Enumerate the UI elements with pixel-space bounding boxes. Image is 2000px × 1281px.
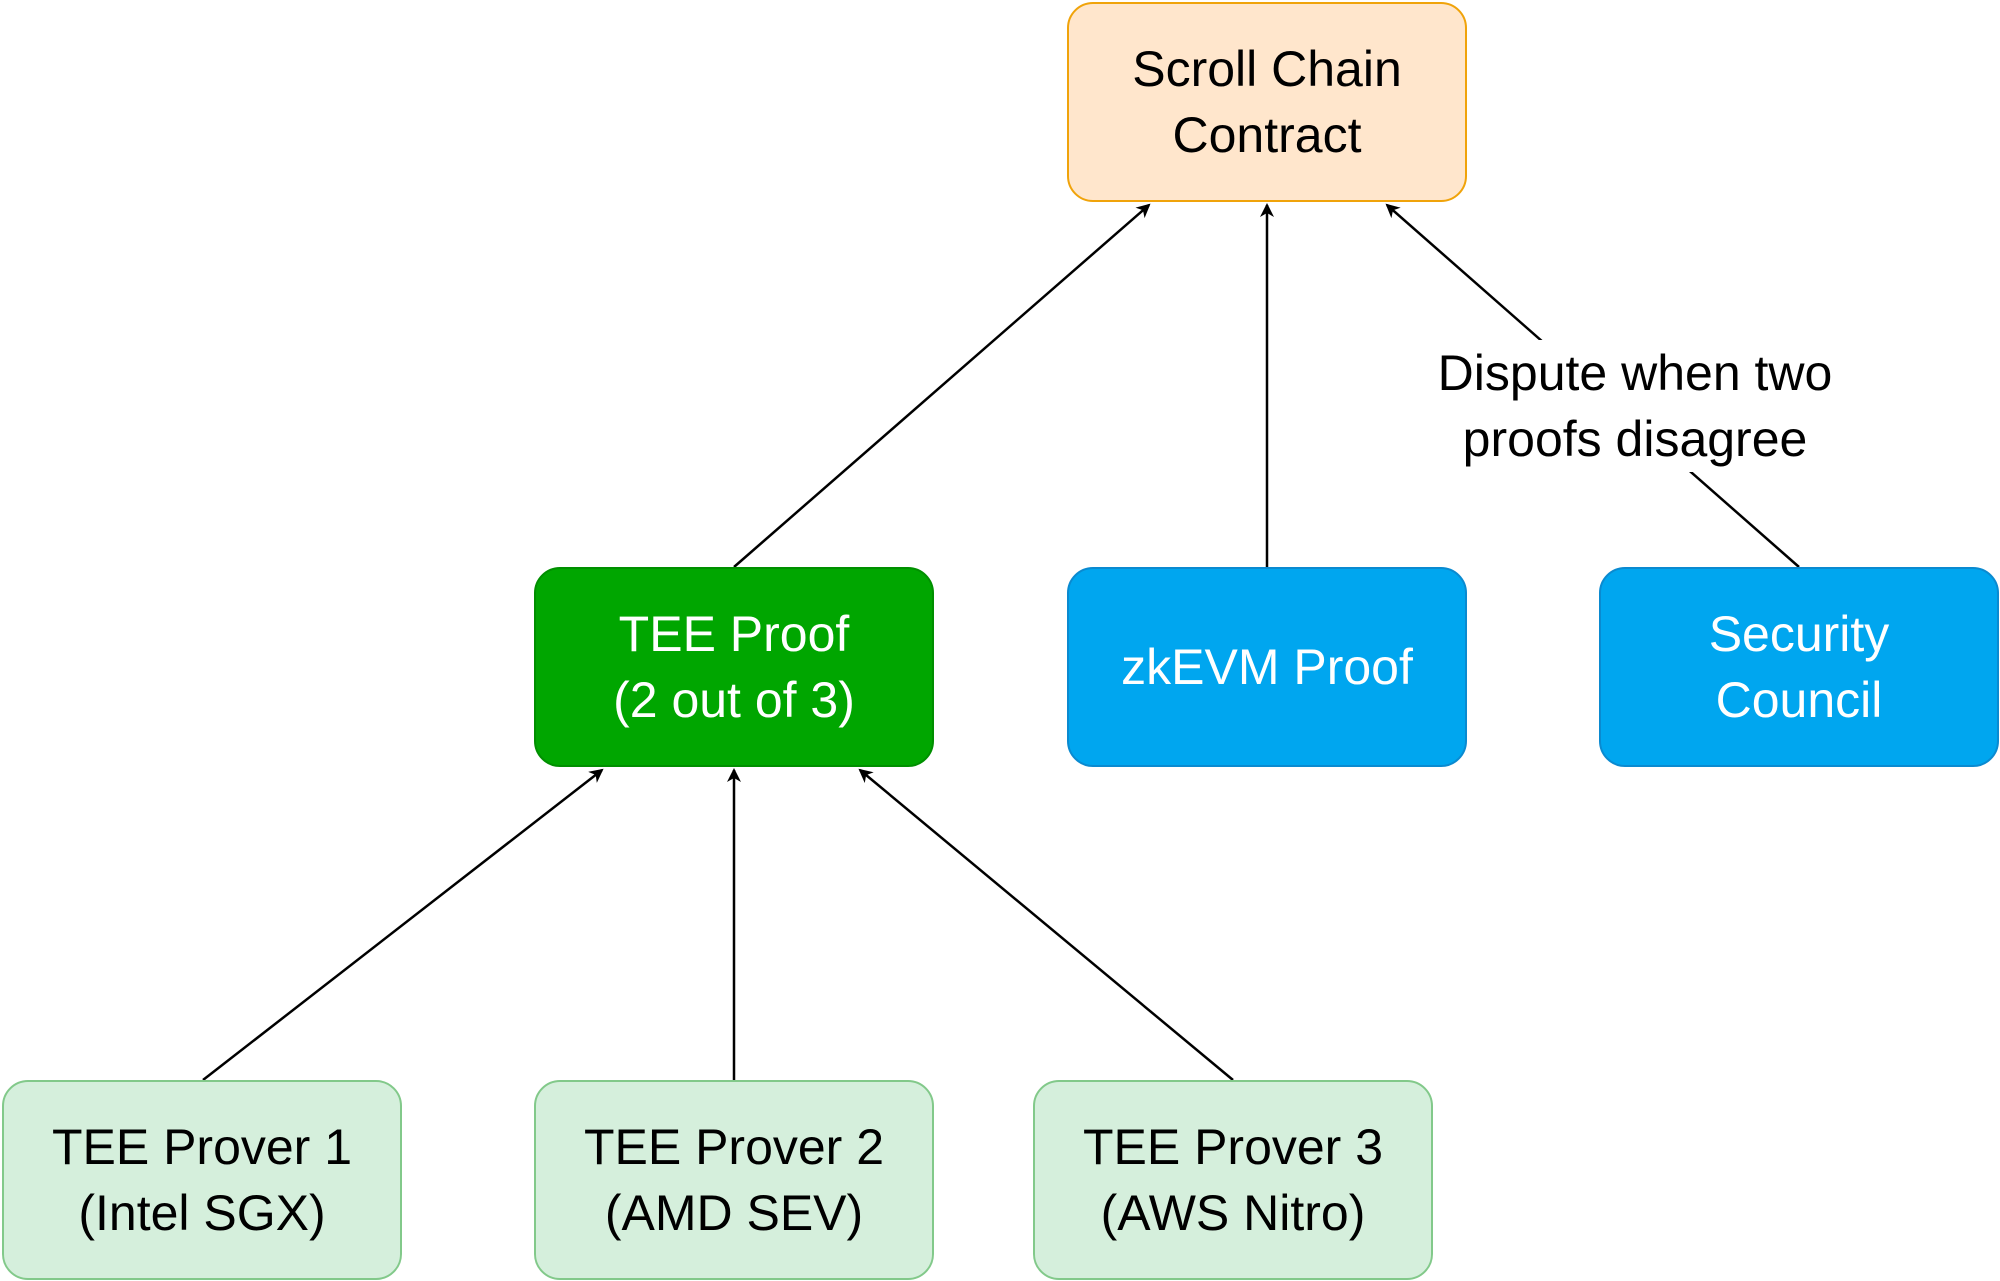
tee-prover-1-line1: TEE Prover 1 — [51, 1119, 353, 1175]
security-council-line2: Council — [1715, 672, 1883, 728]
dispute-edge-label: Dispute when two proofs disagree — [1380, 340, 1890, 472]
security-council-line1: Security — [1708, 606, 1890, 662]
tee-proof-node: TEE Proof (2 out of 3) — [534, 567, 934, 767]
security-council-node: Security Council — [1599, 567, 1999, 767]
tee-proof-line1: TEE Proof — [618, 606, 850, 662]
tee-prover-2-line2: (AMD SEV) — [604, 1185, 864, 1241]
tee-prover-3-line1: TEE Prover 3 — [1082, 1119, 1384, 1175]
tee-prover-1-line2: (Intel SGX) — [78, 1185, 326, 1241]
edge-prover3-to-tee-proof — [858, 768, 1234, 1081]
tee-proof-line2: (2 out of 3) — [613, 672, 855, 728]
tee-prover-2-node: TEE Prover 2 (AMD SEV) — [534, 1080, 934, 1280]
tee-prover-2-line1: TEE Prover 2 — [583, 1119, 885, 1175]
tee-prover-3-line2: (AWS Nitro) — [1100, 1185, 1366, 1241]
tee-prover-1-node: TEE Prover 1 (Intel SGX) — [2, 1080, 402, 1280]
edge-tee-proof-to-scroll-chain — [733, 203, 1151, 568]
scroll-chain-contract-line1: Scroll Chain — [1132, 41, 1402, 97]
scroll-chain-contract-line2: Contract — [1172, 107, 1362, 163]
edge-prover1-to-tee-proof — [202, 768, 604, 1081]
scroll-chain-contract-node: Scroll Chain Contract — [1067, 2, 1467, 202]
dispute-label-line1: Dispute when two — [1437, 345, 1833, 401]
dispute-label-line2: proofs disagree — [1462, 411, 1808, 467]
tee-prover-3-node: TEE Prover 3 (AWS Nitro) — [1033, 1080, 1433, 1280]
zkevm-proof-line1: zkEVM Proof — [1121, 639, 1413, 695]
zkevm-proof-node: zkEVM Proof — [1067, 567, 1467, 767]
